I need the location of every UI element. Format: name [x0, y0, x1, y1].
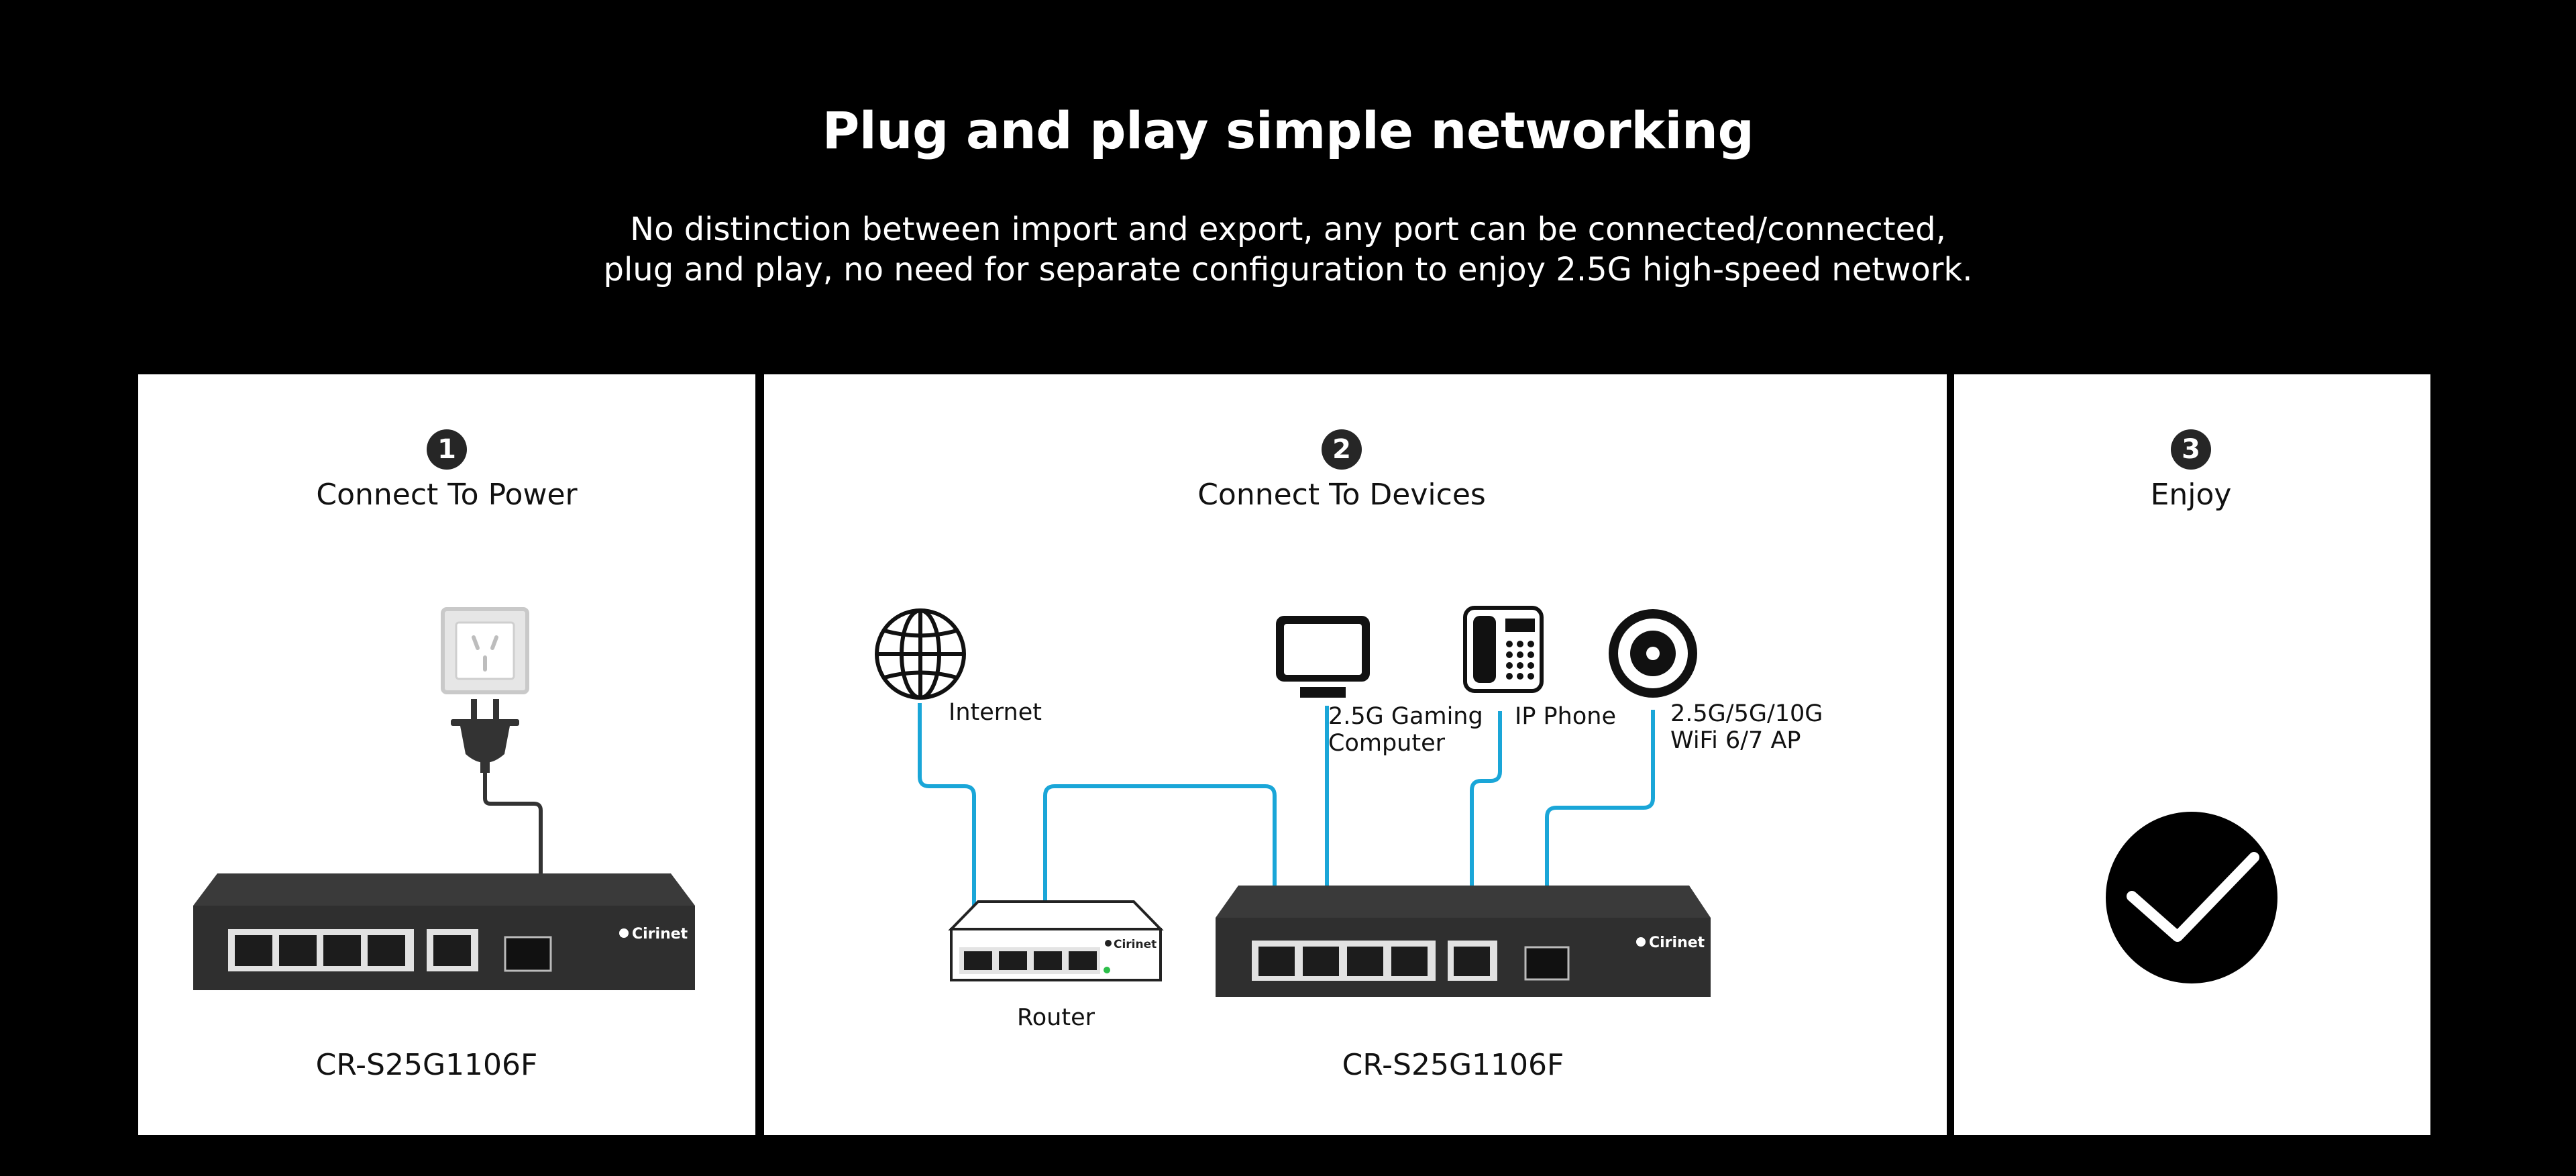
subtitle-line-1: No distinction between import and export… [630, 211, 1946, 248]
step-1-panel [138, 374, 755, 1135]
globe-icon [875, 608, 966, 700]
computer-label-line-1: 2.5G Gaming [1328, 703, 1483, 730]
power-cable [483, 771, 543, 873]
brand-logo: Cirinet [632, 926, 688, 943]
page-subtitle: No distinction between import and export… [0, 209, 2576, 290]
step-3-number-badge: 3 [2171, 429, 2211, 470]
checkmark-icon [2106, 812, 2277, 983]
router-label: Router [1017, 1004, 1095, 1031]
step-3-label: Enjoy [2150, 478, 2232, 512]
computer-label: 2.5G Gaming Computer [1328, 703, 1483, 757]
power-plug-icon [451, 699, 519, 773]
step-1-model-name: CR-S25G1106F [315, 1048, 538, 1082]
access-point-label-line-2: WiFi 6/7 AP [1670, 727, 1801, 754]
ip-phone-label: IP Phone [1515, 703, 1616, 730]
step-2-number-badge: 2 [1322, 429, 1362, 470]
power-outlet-icon [441, 607, 529, 694]
switch-device-2: Cirinet [1216, 886, 1711, 997]
page-title: Plug and play simple networking [822, 101, 1754, 160]
internet-label: Internet [949, 699, 1042, 726]
switch-2-brand-logo: Cirinet [1649, 934, 1705, 951]
step-2-panel [764, 374, 1947, 1135]
step-2-label: Connect To Devices [1197, 478, 1486, 512]
switch-device: Cirinet [193, 873, 695, 990]
step-2-model-name: CR-S25G1106F [1342, 1048, 1564, 1082]
step-1-number-badge: 1 [427, 429, 467, 470]
ip-phone-icon [1463, 606, 1544, 693]
monitor-icon [1276, 616, 1370, 698]
subtitle-line-2: plug and play, no need for separate conf… [603, 251, 1973, 288]
access-point-icon [1609, 609, 1697, 698]
computer-label-line-2: Computer [1328, 730, 1445, 757]
step-1-label: Connect To Power [316, 478, 578, 512]
network-cables [918, 703, 1655, 953]
router-device: Cirinet [948, 900, 1164, 981]
access-point-label: 2.5G/5G/10G WiFi 6/7 AP [1670, 700, 1823, 754]
step-3-panel [1954, 374, 2430, 1135]
router-brand-logo: Cirinet [1114, 938, 1157, 951]
access-point-label-line-1: 2.5G/5G/10G [1670, 700, 1823, 727]
